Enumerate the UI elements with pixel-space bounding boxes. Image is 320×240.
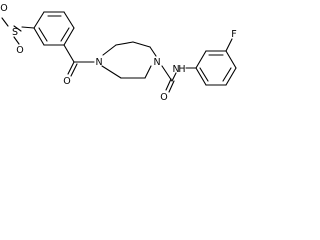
atom-labels: O S O O N N N H O F (0, 3, 236, 103)
bond (13, 36, 20, 45)
bond (102, 44, 117, 56)
bond (63, 11, 75, 29)
atom-label-fluorine: F (231, 29, 236, 40)
bond (63, 44, 75, 63)
bond (67, 61, 75, 75)
atom-label-amide-n: N (172, 64, 179, 75)
bond (33, 27, 45, 46)
bond (33, 11, 45, 29)
bond (70, 63, 78, 77)
atom-label-sulfonyl-s: S (12, 27, 18, 38)
bond (225, 50, 237, 69)
bond (168, 80, 175, 93)
atom-label-carbonyl-o-left: O (63, 76, 70, 87)
bond (165, 78, 172, 91)
bond (115, 41, 134, 46)
bond (199, 67, 209, 82)
bond (132, 41, 151, 48)
bond (195, 67, 207, 86)
bond-lines (1, 11, 237, 93)
atom-label-amide-h: H (178, 64, 185, 75)
bond (222, 67, 232, 82)
bond (1, 17, 9, 27)
atom-label-sulfonyl-o1: O (0, 3, 7, 14)
bond (149, 46, 157, 57)
bond (60, 27, 70, 42)
bond (144, 65, 152, 79)
atom-label-ring-n-right: N (153, 57, 160, 68)
bond (161, 65, 173, 82)
atom-label-sulfonyl-o2: O (16, 45, 23, 56)
bond (101, 65, 122, 79)
bond (171, 72, 177, 82)
atom-label-ring-n-left: N (95, 57, 102, 68)
bond (195, 50, 207, 69)
atom-label-carbonyl-o-right: O (160, 92, 167, 103)
chemical-structure: O S O O N N N H O F (0, 3, 237, 103)
bond (38, 27, 48, 42)
bond (225, 67, 237, 86)
bond (13, 25, 22, 32)
bond (63, 27, 75, 46)
bond (21, 26, 35, 29)
bond (225, 38, 233, 52)
